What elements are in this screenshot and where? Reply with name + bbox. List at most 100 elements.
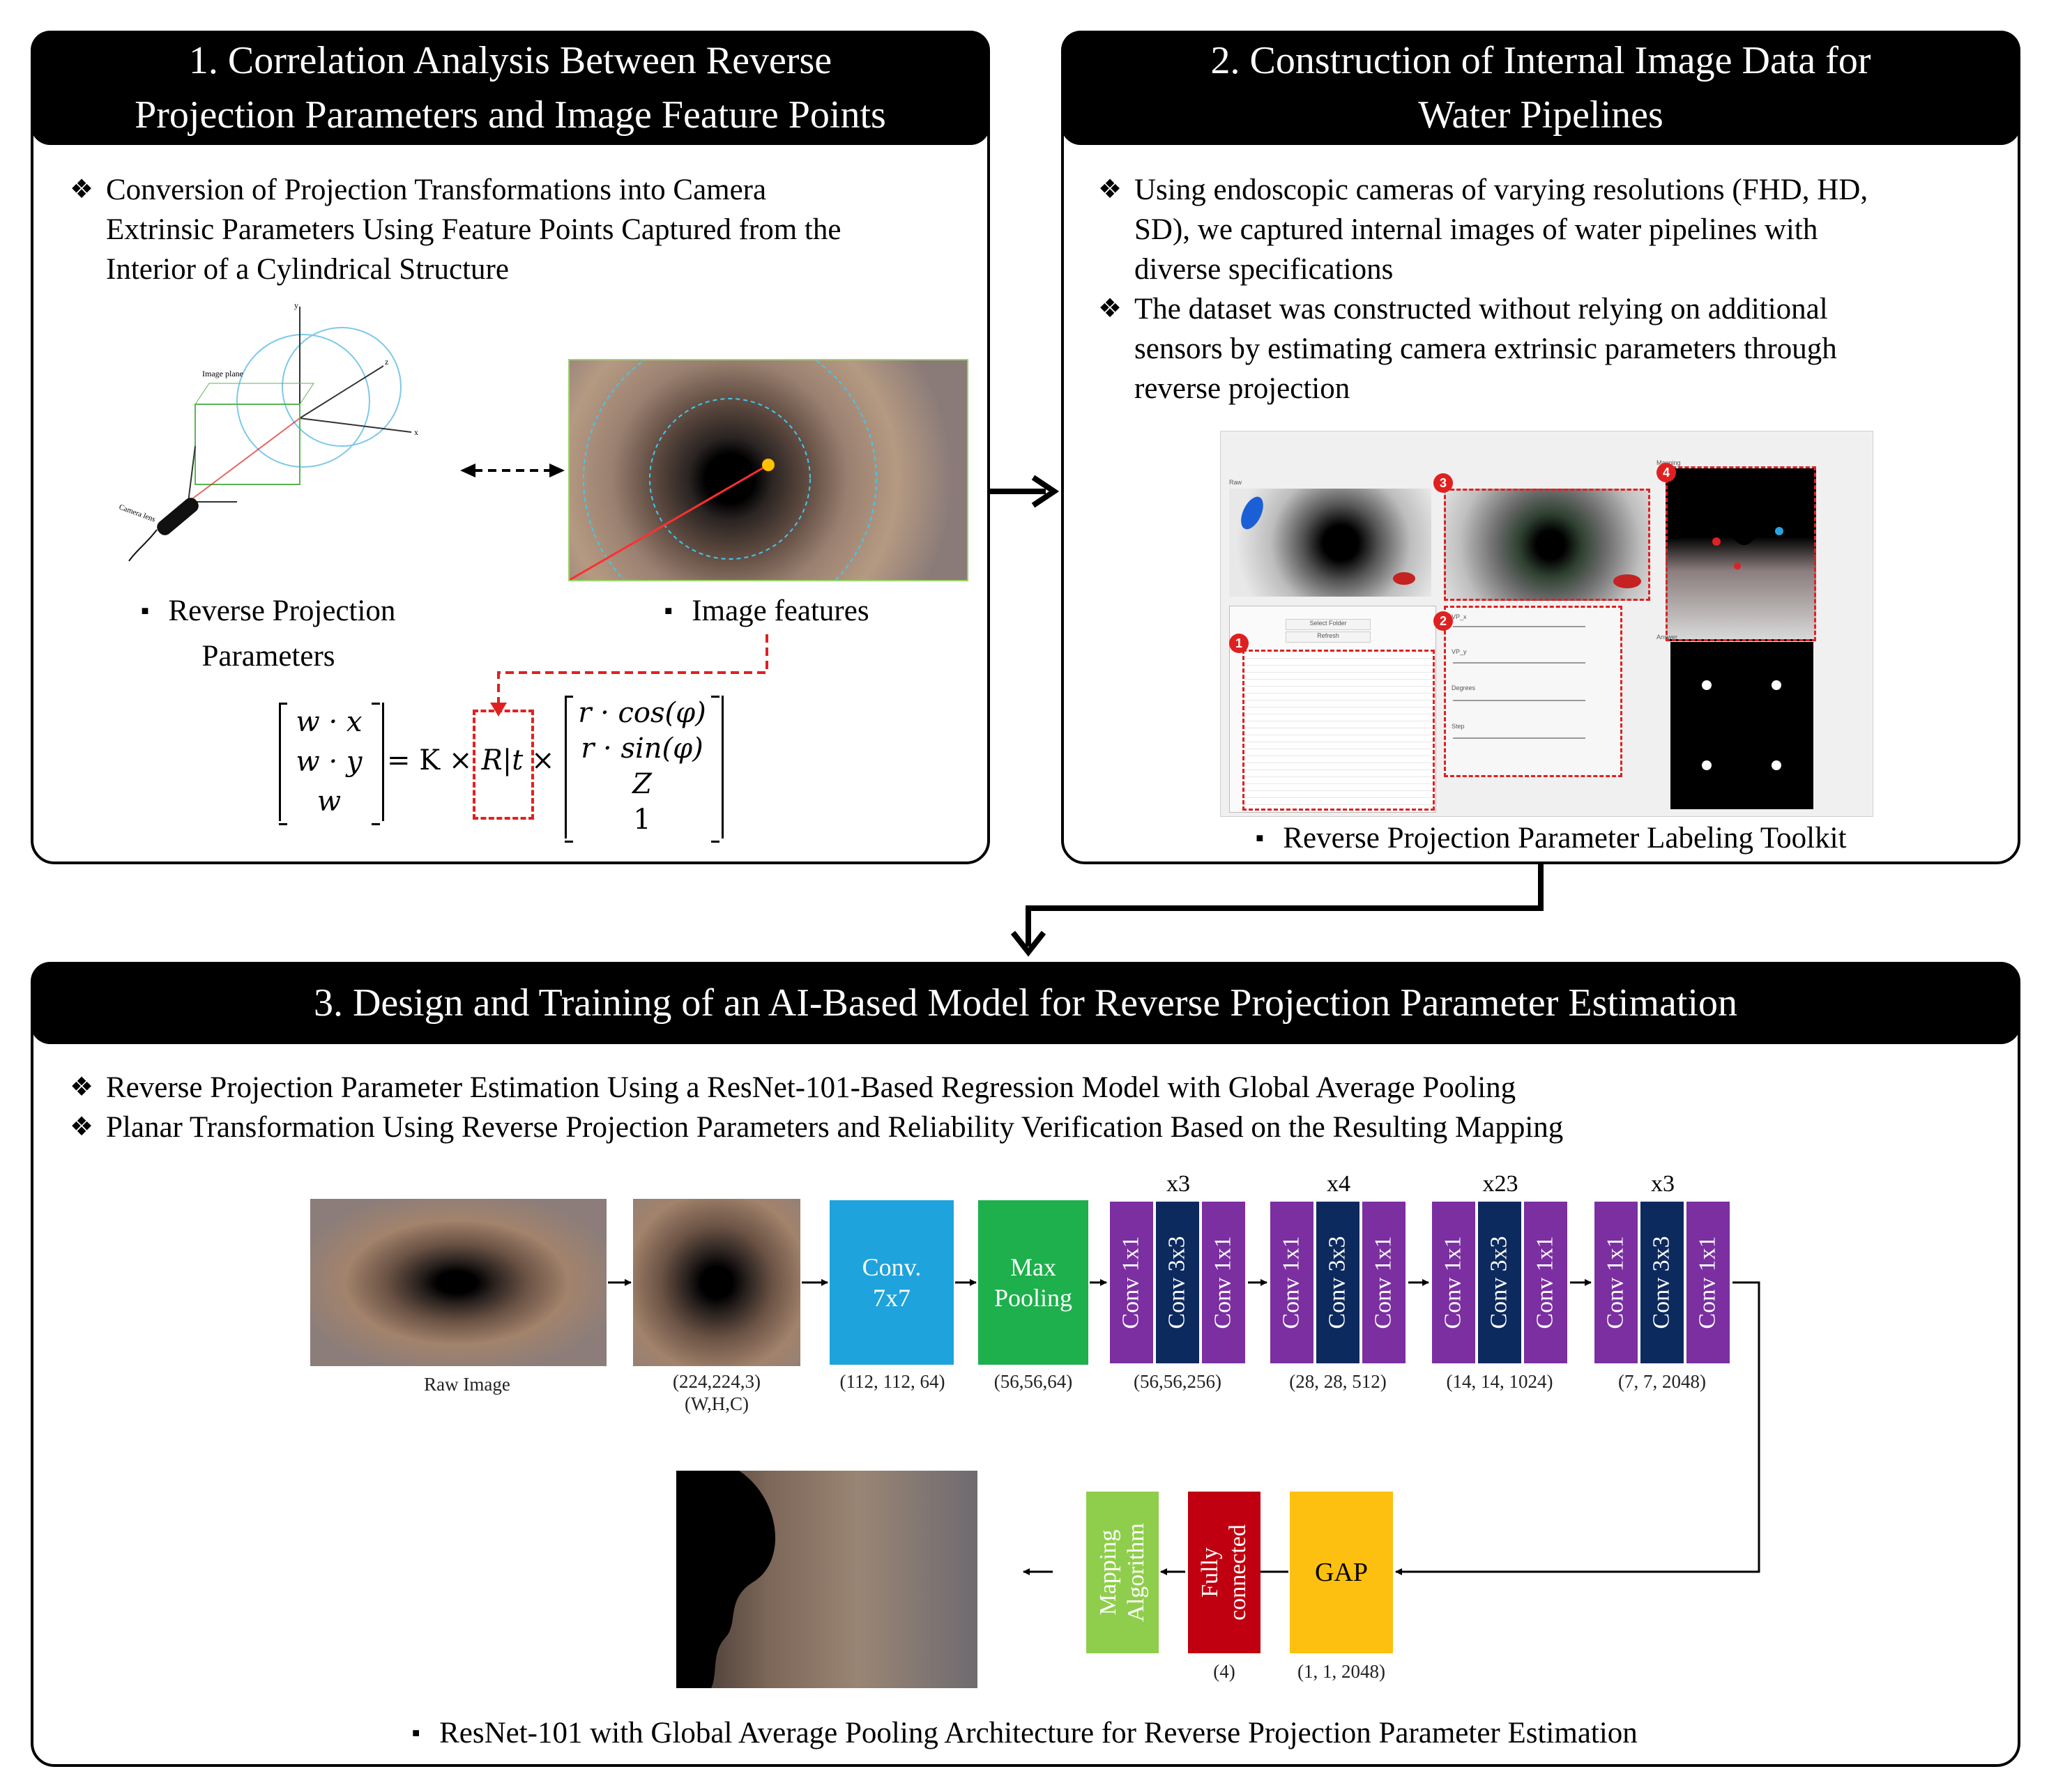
group3-conv1x1-a: Conv 1x1 <box>1431 1200 1477 1365</box>
maxpool-dim: (56,56,64) <box>993 1371 1073 1392</box>
fc-line1: Fully <box>1197 1547 1223 1598</box>
image-features-caption: ■Image features <box>664 595 869 627</box>
image-plane-label: Image plane <box>202 369 243 378</box>
vp-x-label: VP_x <box>1452 613 1467 620</box>
reverse-projection-parameters-caption: ■Reverse Projection Parameters <box>105 591 432 676</box>
group3-conv1x1-b: Conv 1x1 <box>1523 1200 1569 1365</box>
step-slider[interactable] <box>1453 737 1585 739</box>
conv7x7-line1: Conv. <box>862 1253 922 1281</box>
bullet-mark-icon: ❖ <box>70 175 94 204</box>
bidirectional-arrow <box>460 464 565 477</box>
conv7x7-line2: 7x7 <box>873 1284 911 1312</box>
square-bullet-icon: ■ <box>412 1726 420 1740</box>
answer-dot <box>1772 680 1781 690</box>
gap-block: GAP <box>1290 1492 1393 1653</box>
axis-x-label: x <box>414 427 418 437</box>
answer-dot <box>1702 760 1712 770</box>
panel3-bullet2: ❖ Planar Transformation Using Reverse Pr… <box>70 1108 1994 1147</box>
select-folder-button[interactable]: Select Folder <box>1286 619 1371 630</box>
panel2-bullet2: ❖ The dataset was constructed without re… <box>1098 289 2004 408</box>
group3-dim: (14, 14, 1024) <box>1446 1371 1553 1392</box>
panel2-title-line2: Water Pipelines <box>1418 93 1663 137</box>
eq-k: = K × <box>387 744 473 776</box>
bullet-mark-icon: ❖ <box>1098 175 1122 204</box>
input-dim-label: (224,224,3) (W,H,C) <box>647 1370 786 1415</box>
group1-repeat: x3 <box>1166 1171 1190 1197</box>
panel2-bullet2-line3: reverse projection <box>1134 372 1350 405</box>
toolkit-vanishing-view <box>1444 489 1650 601</box>
projection-equation: w · x w · y w = K × R|t × r · cos(φ) r ·… <box>279 696 767 843</box>
maxpool-block: Max Pooling <box>978 1200 1088 1365</box>
eq-rhs-row3: Z <box>632 768 652 800</box>
panel1-bullet-line2: Extrinsic Parameters Using Feature Point… <box>106 213 841 246</box>
group4-repeat: x3 <box>1651 1171 1675 1197</box>
group4-conv1x1-a: Conv 1x1 <box>1593 1200 1639 1365</box>
toolkit-slider-panel: VP_x VP_y Degrees Step <box>1444 606 1622 777</box>
square-bullet-icon: ■ <box>1256 831 1264 845</box>
refresh-button[interactable]: Refresh <box>1286 631 1371 643</box>
group1-conv1x1-b: Conv 1x1 <box>1201 1200 1247 1365</box>
red-marker <box>1393 572 1415 585</box>
panel3-bullet2-text: Planar Transformation Using Reverse Proj… <box>106 1111 1564 1144</box>
toolkit-raw-view <box>1229 489 1431 597</box>
group1-dim: (56,56,256) <box>1134 1371 1221 1392</box>
fully-connected-block: Fully connected <box>1188 1492 1260 1653</box>
panel2-bullet2-line2: sensors by estimating camera extrinsic p… <box>1134 332 1837 365</box>
answer-dot <box>1772 760 1781 770</box>
raw-image-label: Raw Image <box>424 1374 510 1395</box>
degrees-slider[interactable] <box>1453 700 1585 701</box>
eq-rhs-row4: 1 <box>633 804 651 836</box>
raw-pipe-image <box>310 1199 607 1366</box>
arrow-panel1-to-panel2 <box>990 475 1060 508</box>
group4-dim: (7, 7, 2048) <box>1618 1371 1706 1392</box>
eq-rhs-row2: r · sin(φ) <box>581 733 703 765</box>
panel3-bullet1-text: Reverse Projection Parameter Estimation … <box>106 1071 1516 1104</box>
input-pipe-image <box>633 1199 800 1366</box>
group2-conv1x1-a: Conv 1x1 <box>1269 1200 1315 1365</box>
conv7x7-dim: (112, 112, 64) <box>839 1371 945 1392</box>
vp-y-slider[interactable] <box>1453 662 1585 664</box>
group3-conv3x3: Conv 3x3 <box>1477 1200 1523 1365</box>
axis-y-label: y <box>294 300 298 310</box>
badge-4: 4 <box>1656 463 1676 482</box>
badge-3: 3 <box>1433 473 1453 493</box>
group4-conv1x1-b: Conv 1x1 <box>1685 1200 1731 1365</box>
pipe-feature-image <box>568 359 968 581</box>
mapping-line2: Algorithm <box>1123 1523 1150 1622</box>
mapped-output-image <box>676 1471 977 1688</box>
toolkit-answer-label: Answer <box>1656 634 1678 641</box>
panel1-bullet-line3: Interior of a Cylindrical Structure <box>106 253 509 286</box>
fc-line2: connected <box>1225 1524 1251 1621</box>
panel2-title-line1: 2. Construction of Internal Image Data f… <box>1210 39 1871 82</box>
group2-dim: (28, 28, 512) <box>1289 1371 1387 1392</box>
mapped-silhouette <box>676 1471 776 1688</box>
file-list[interactable] <box>1242 650 1435 811</box>
group1-conv1x1-a: Conv 1x1 <box>1109 1200 1155 1365</box>
toolkit-answer-view <box>1670 642 1813 809</box>
panel2-title: 2. Construction of Internal Image Data f… <box>1061 31 2020 145</box>
toolkit-caption: ■Reverse Projection Parameter Labeling T… <box>1256 822 1847 855</box>
arrow-panel2-to-panel3 <box>1010 863 1544 957</box>
step-label: Step <box>1452 723 1465 730</box>
toolkit-file-panel: Select Folder Refresh <box>1229 606 1436 813</box>
group2-conv1x1-b: Conv 1x1 <box>1361 1200 1407 1365</box>
panel2-bullet1: ❖ Using endoscopic cameras of varying re… <box>1098 170 2004 289</box>
gap-dim: (1, 1, 2048) <box>1297 1661 1385 1682</box>
square-bullet-icon: ■ <box>664 604 673 618</box>
panel2-bullet1-line2: SD), we captured internal images of wate… <box>1134 213 1818 246</box>
group4-conv3x3: Conv 3x3 <box>1639 1200 1685 1365</box>
group2-repeat: x4 <box>1327 1171 1350 1197</box>
group1-conv3x3: Conv 3x3 <box>1155 1200 1201 1365</box>
architecture-caption: ■ResNet-101 with Global Average Pooling … <box>412 1717 1638 1749</box>
mapping-silhouette <box>1668 468 1814 569</box>
toolkit-raw-label: Raw <box>1229 479 1242 486</box>
labeling-toolkit-screenshot: Raw Mapping Answer Select Folder Refresh… <box>1220 431 1873 817</box>
feature-overlay <box>570 360 877 580</box>
vp-x-slider[interactable] <box>1453 626 1585 627</box>
eq-lhs-row1: w · x <box>296 706 363 738</box>
left-caption-line2: Parameters <box>201 640 335 673</box>
badge-1: 1 <box>1229 634 1249 653</box>
group2-conv3x3: Conv 3x3 <box>1315 1200 1361 1365</box>
panel3-title: 3. Design and Training of an AI-Based Mo… <box>31 962 2020 1044</box>
eq-rhs-row1: r · cos(φ) <box>578 697 706 729</box>
